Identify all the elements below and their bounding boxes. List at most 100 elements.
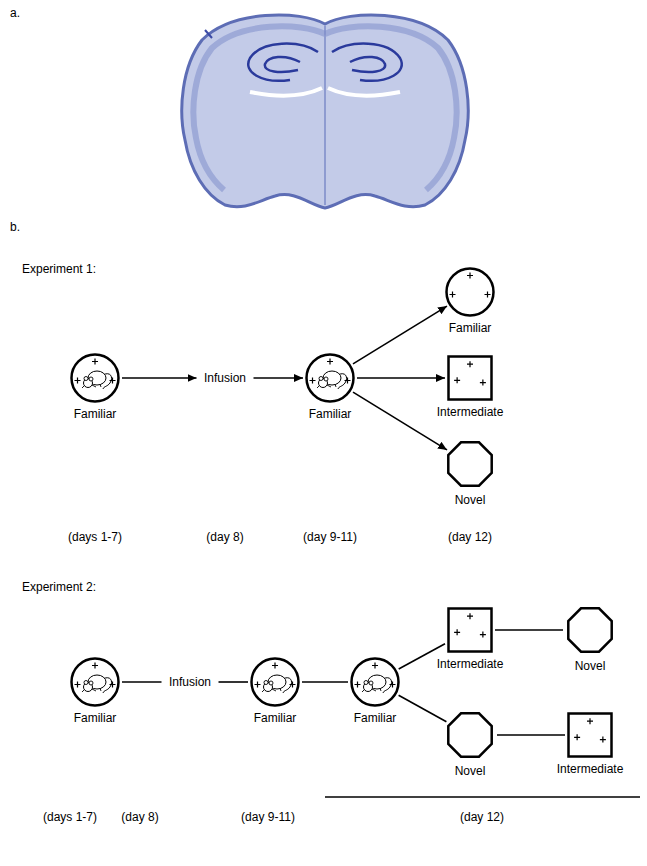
rat-ear (319, 377, 323, 381)
arena-outline (252, 659, 299, 706)
panel-letter: a. (10, 6, 20, 20)
arena-circle (445, 267, 495, 317)
connector (302, 681, 348, 683)
day-label: (day 9-11) (303, 530, 357, 544)
rat-ear (264, 681, 268, 685)
arena-node: Novel (445, 439, 495, 507)
arena-circle (305, 353, 355, 403)
cue-mark (75, 378, 81, 384)
arena-node: Intermediate (436, 355, 505, 419)
arena-circle (350, 657, 400, 707)
arena-square (447, 607, 493, 653)
cue-mark (92, 663, 98, 669)
rat-ear (369, 681, 373, 685)
rat-ear (364, 681, 368, 685)
hippocampus-left (248, 44, 318, 81)
arena-outline (448, 713, 491, 756)
step-label: Infusion (168, 675, 213, 689)
cue-mark (587, 718, 593, 724)
cue-mark (467, 613, 473, 619)
arena-label: Familiar (250, 711, 300, 725)
experiment-title: Experiment 2: (22, 580, 96, 594)
day-label: (days 1-7) (43, 810, 97, 824)
arena-label: Intermediate (436, 657, 505, 671)
cue-mark (372, 663, 378, 669)
rat-ear (89, 681, 93, 685)
connector (353, 306, 447, 364)
experiment-title: Experiment 1: (22, 262, 96, 276)
arena-octagon (445, 439, 495, 489)
hippocampus-right (332, 44, 402, 81)
connector (357, 377, 445, 379)
arena-label: Familiar (445, 321, 495, 335)
arena-square (447, 355, 493, 401)
day-label: (day 8) (206, 530, 243, 544)
cue-mark (485, 292, 491, 298)
arena-outline (449, 357, 492, 400)
cue-mark (480, 632, 486, 638)
connector (122, 681, 162, 683)
rat-figure (362, 675, 392, 693)
midline (324, 26, 326, 205)
step-node: Infusion (203, 371, 248, 385)
cue-mark (327, 359, 333, 365)
cue-mark (600, 737, 606, 743)
rat-legs (262, 688, 281, 692)
cue-mark (450, 292, 456, 298)
arena-circle (70, 353, 120, 403)
arena-node: Novel (445, 710, 495, 778)
arena-label: Novel (445, 493, 495, 507)
arena-circle (250, 657, 300, 707)
brain-section (0, 0, 647, 220)
arena-node: Intermediate (436, 607, 505, 671)
tissue-edge (205, 30, 212, 38)
arena-outline (447, 269, 494, 316)
arena-node: Familiar (70, 657, 120, 725)
panel-letter: b. (10, 220, 20, 234)
rat-ear (89, 377, 93, 381)
cue-mark (467, 361, 473, 367)
arena-node: Familiar (250, 657, 300, 725)
arena-outline (568, 608, 611, 651)
rat-figure (262, 675, 292, 693)
arena-node: Familiar (350, 657, 400, 725)
arena-node: Novel (565, 605, 615, 673)
arena-node: Familiar (305, 353, 355, 421)
arena-outline (569, 714, 612, 757)
rat-ear (324, 377, 328, 381)
arena-label: Familiar (350, 711, 400, 725)
cue-mark (92, 359, 98, 365)
arena-label: Novel (565, 659, 615, 673)
rat-figure (317, 371, 347, 389)
step-node: Infusion (168, 675, 213, 689)
arena-label: Intermediate (556, 762, 625, 776)
arena-outline (352, 659, 399, 706)
rat-legs (317, 384, 336, 388)
cue-mark (75, 682, 81, 688)
arena-label: Familiar (70, 711, 120, 725)
arena-outline (72, 355, 119, 402)
step-label: Infusion (203, 371, 248, 385)
connector (495, 629, 563, 631)
arena-node: Familiar (445, 267, 495, 335)
day-label: (days 1-7) (68, 530, 122, 544)
ventricle (250, 88, 400, 95)
cue-mark (355, 682, 361, 688)
day-label: (day 12) (460, 810, 504, 824)
arena-label: Familiar (305, 407, 355, 421)
arena-label: Intermediate (436, 405, 505, 419)
connector (399, 695, 447, 722)
brain-outline (182, 15, 468, 208)
arena-label: Novel (445, 764, 495, 778)
cue-mark (272, 663, 278, 669)
arena-outline (448, 442, 491, 485)
rat-legs (82, 688, 101, 692)
cue-mark (255, 682, 261, 688)
rat-ear (269, 681, 273, 685)
connector (353, 392, 447, 450)
rat-legs (362, 688, 381, 692)
arena-octagon (445, 710, 495, 760)
arena-label: Familiar (70, 407, 120, 421)
